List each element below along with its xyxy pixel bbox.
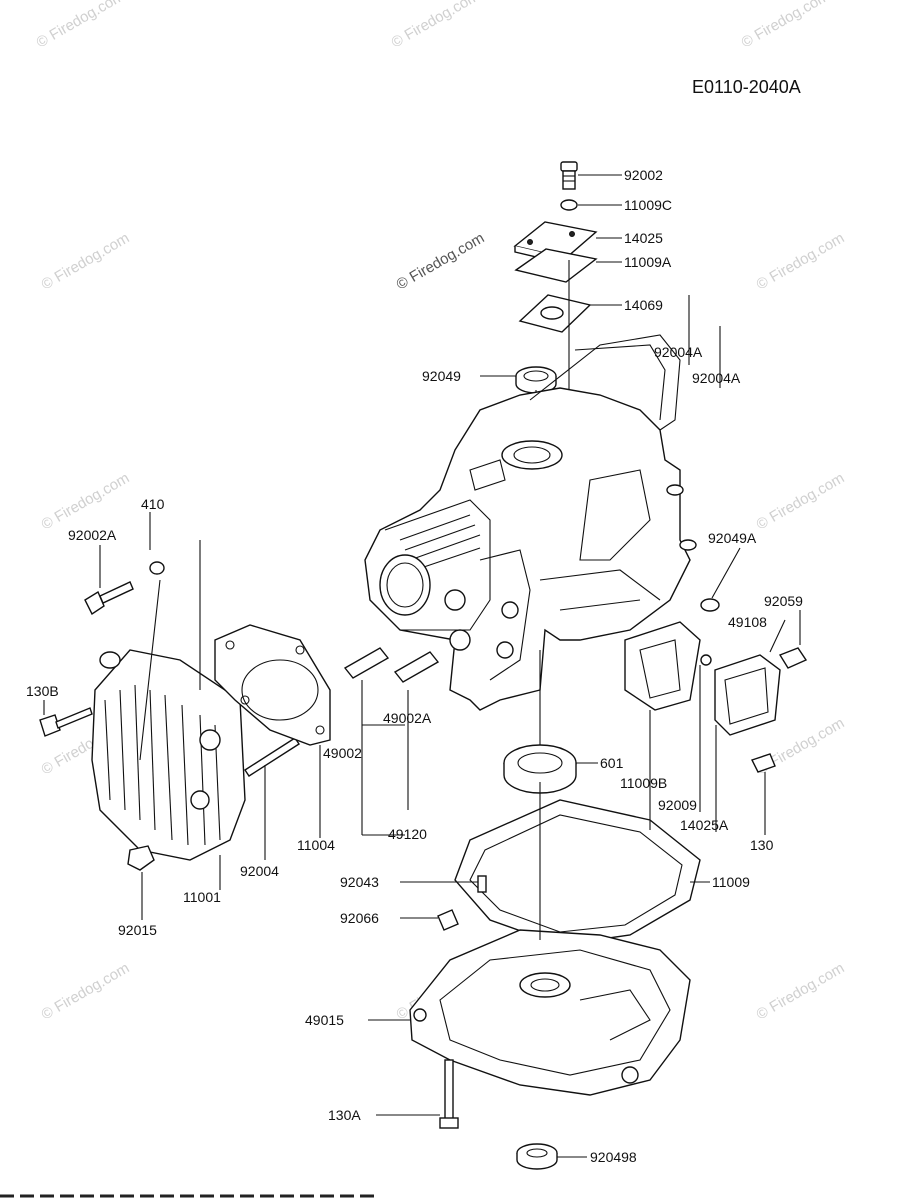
stud-92004 <box>244 737 300 777</box>
part-label: 14025 <box>624 230 663 246</box>
watermark-text: © Firedog.com <box>39 229 133 293</box>
plug-92066 <box>437 909 459 931</box>
part-label: 11004 <box>297 837 335 853</box>
cylinder-head <box>91 649 246 871</box>
oil-seal-920498 <box>516 1143 558 1170</box>
part-label: 49120 <box>388 826 427 842</box>
part-label: 49015 <box>305 1012 344 1028</box>
watermark-text: © Firedog.com <box>754 959 848 1023</box>
part-label: 11001 <box>183 889 221 905</box>
part-label: 92002A <box>68 527 117 543</box>
part-label: 11009 <box>712 874 750 890</box>
watermark-text: © Firedog.com <box>754 469 848 533</box>
part-label: 92004A <box>654 344 703 360</box>
part-label: 11009B <box>620 775 667 791</box>
part-label: 130B <box>26 683 59 699</box>
pin-92043 <box>477 875 487 893</box>
part-label: 11009A <box>624 254 672 270</box>
part-label: 92059 <box>764 593 803 609</box>
leader-lines-lower <box>43 295 801 1158</box>
watermark-text: © Firedog.com <box>39 959 133 1023</box>
part-label: 92004 <box>240 863 279 879</box>
part-label: 49108 <box>728 614 767 630</box>
part-label: 92009 <box>658 797 697 813</box>
part-label: 92043 <box>340 874 379 890</box>
part-label: 14025A <box>680 817 729 833</box>
bolt-130B <box>39 707 93 737</box>
part-label: 92066 <box>340 910 379 926</box>
watermark-text: © Firedog.com <box>389 0 483 51</box>
part-label: 11009C <box>624 197 672 213</box>
watermark-text: © Firedog.com <box>739 0 833 51</box>
part-labels: 92002 11009C 14025 11009A 14069 92049 92… <box>26 167 803 1165</box>
breather-side-parts <box>624 598 808 773</box>
part-label: 49002 <box>323 745 362 761</box>
watermark-text: © Firedog.com <box>754 229 848 293</box>
part-label: 130A <box>328 1107 361 1123</box>
part-label: 920498 <box>590 1149 637 1165</box>
part-label: 49002A <box>383 710 432 726</box>
part-label: 410 <box>141 496 165 512</box>
crankcase-block <box>364 334 697 711</box>
watermark-text: © Firedog.com <box>394 229 488 293</box>
part-label: 92004A <box>692 370 741 386</box>
watermark-text: © Firedog.com <box>34 0 128 51</box>
part-label: 92015 <box>118 922 157 938</box>
part-label: 601 <box>600 755 624 771</box>
watermark-text: © Firedog.com <box>39 469 133 533</box>
part-label: 92049 <box>422 368 461 384</box>
bearing-601 <box>503 744 577 794</box>
part-label: 14069 <box>624 297 663 313</box>
dowel-pins <box>343 647 440 683</box>
oil-pan-gasket <box>454 799 701 946</box>
breather-cover-stack <box>513 161 598 394</box>
part-label: 92002 <box>624 167 663 183</box>
head-gasket <box>214 624 331 746</box>
part-label: 92049A <box>708 530 757 546</box>
crankcase-cover <box>409 929 691 1096</box>
part-label: 130 <box>750 837 774 853</box>
bolt-130A <box>439 1059 459 1129</box>
bolt-92002A <box>84 561 165 616</box>
diagram-code: E0110-2040A <box>692 77 801 97</box>
